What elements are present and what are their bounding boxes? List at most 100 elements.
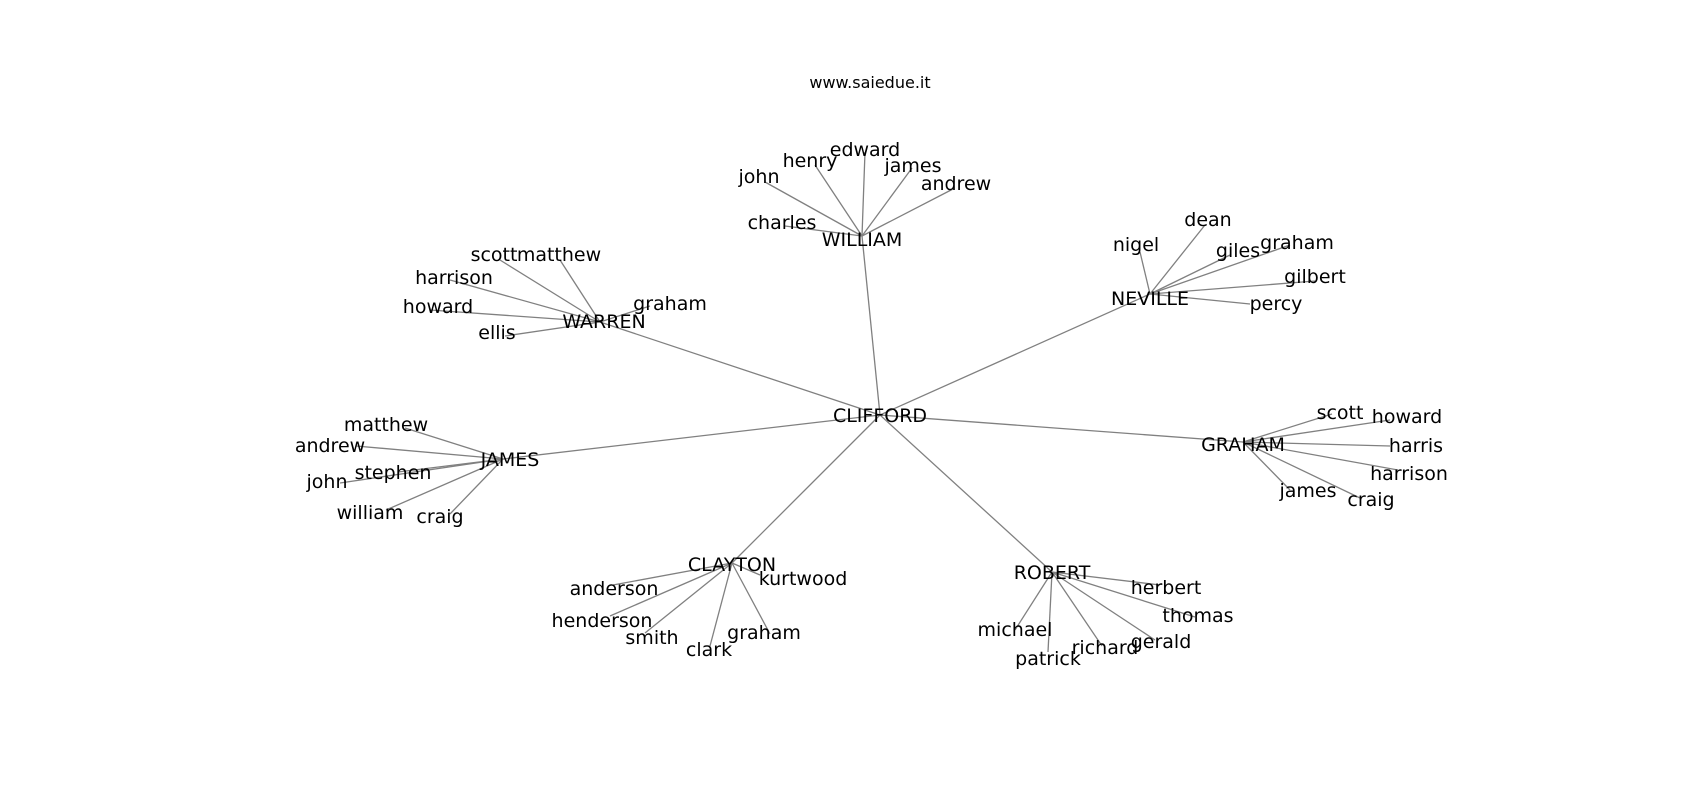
leaf-node-james-andrew: andrew [295,435,365,457]
leaf-node-graham-james: james [1278,480,1336,502]
edge-neville-gilbert [1149,280,1316,295]
edge-warren-matthew [559,259,601,323]
edge-neville-percy [1149,293,1251,305]
edge-william-john [764,181,863,237]
edge-clayton-kurtwood [731,562,761,576]
leaf-node-clayton-graham: graham [727,622,801,644]
edge-james-andrew [355,445,504,460]
hub-node-clayton: CLAYTON [688,554,776,576]
leaf-node-robert-thomas: thomas [1162,605,1233,627]
edge-graham-howard [1242,419,1391,443]
leaf-node-neville-dean: dean [1184,209,1231,231]
edge-william-edward [861,151,866,237]
leaf-node-graham-harrison: harrison [1370,463,1448,485]
leaf-node-graham-scott: scott [1317,402,1364,424]
edge-warren-howard [429,309,601,323]
leaf-node-graham-howard: howard [1372,406,1442,428]
edge-graham-harrison [1242,441,1399,471]
edge-clifford-warren [599,321,881,416]
hub-node-neville: NEVILLE [1111,288,1189,310]
leaf-node-clayton-smith: smith [625,627,678,649]
edge-warren-scott [499,259,601,323]
leaf-node-clayton-kurtwood: kurtwood [759,568,848,590]
leaf-node-william-edward: edward [830,139,900,161]
leaf-node-william-john: john [738,166,780,188]
site-title: www.saiedue.it [809,73,930,92]
leaf-node-neville-nigel: nigel [1113,234,1159,256]
hub-node-graham: GRAHAM [1201,434,1285,456]
leaf-node-graham-craig: craig [1347,489,1394,511]
edge-clifford-james [502,414,881,460]
leaf-node-clayton-clark: clark [686,639,732,661]
leaf-node-james-craig: craig [416,506,463,528]
hub-node-robert: ROBERT [1014,562,1091,584]
leaf-node-clayton-henderson: henderson [552,610,653,632]
edge-james-matthew [404,427,504,460]
leaf-node-robert-patrick: patrick [1015,648,1081,670]
leaf-node-william-henry: henry [783,150,838,172]
leaf-node-clayton-anderson: anderson [570,578,659,600]
leaf-node-william-james: james [883,155,941,177]
leaf-node-warren-scott: scott [471,244,518,266]
leaf-node-james-matthew: matthew [344,414,428,436]
root-node-clifford: CLIFFORD [833,405,927,427]
leaf-node-robert-michael: michael [978,619,1053,641]
leaf-node-warren-howard: howard [403,296,473,318]
edge-william-henry [814,164,863,237]
edge-graham-harris [1242,441,1391,447]
leaf-node-neville-percy: percy [1250,293,1303,315]
edge-robert-thomas [1051,571,1196,618]
leaf-node-james-john: john [306,471,348,493]
edge-william-andrew [861,188,954,237]
edge-warren-graham [599,305,651,323]
label-layer: CLIFFORDWILLIAMjohnhenryedwardjamesandre… [295,139,1448,670]
leaf-node-neville-giles: giles [1216,240,1260,262]
edge-clayton-anderson [612,562,733,586]
edge-robert-patrick [1047,571,1053,653]
leaf-node-james-william: william [337,502,404,524]
leaf-node-warren-ellis: ellis [478,322,515,344]
edge-neville-dean [1149,224,1206,295]
leaf-node-robert-richard: richard [1072,637,1139,659]
edge-james-stephen [397,458,504,473]
edge-clifford-william [861,235,881,416]
leaf-node-neville-gilbert: gilbert [1284,266,1346,288]
edge-graham-james [1242,441,1291,491]
edge-clifford-graham [879,414,1244,443]
leaf-node-robert-gerald: gerald [1131,631,1192,653]
edge-robert-herbert [1051,571,1161,586]
leaf-node-william-andrew: andrew [921,173,991,195]
edge-clayton-clark [709,562,733,647]
edge-neville-graham [1149,244,1291,295]
edge-graham-craig [1242,441,1361,499]
edge-robert-richard [1051,571,1103,647]
edge-clayton-henderson [609,562,733,617]
edge-clifford-clayton [731,414,881,564]
edge-william-james [861,167,913,237]
edge-layer [339,151,1399,653]
leaf-node-neville-graham: graham [1260,232,1334,254]
edge-clifford-neville [879,293,1151,416]
leaf-node-james-stephen: stephen [355,462,432,484]
leaf-node-graham-harris: harris [1389,435,1443,457]
edge-james-craig [449,458,504,515]
edge-william-charles [784,225,863,237]
leaf-node-william-charles: charles [748,212,817,234]
leaf-node-warren-matthew: matthew [517,244,601,266]
edge-clifford-robert [879,414,1053,573]
leaf-node-warren-graham: graham [633,293,707,315]
edge-clayton-graham [731,562,771,635]
edge-robert-gerald [1051,571,1156,641]
edge-neville-giles [1149,254,1231,295]
hub-node-warren: WARREN [562,311,645,333]
leaf-node-warren-harrison: harrison [415,267,493,289]
edge-clayton-smith [644,562,733,634]
edge-james-william [385,458,504,511]
hub-node-william: WILLIAM [822,229,903,251]
leaf-node-robert-herbert: herbert [1131,577,1202,599]
edge-graham-scott [1242,413,1333,443]
hub-node-james: JAMES [480,449,540,471]
edge-neville-nigel [1139,251,1151,295]
